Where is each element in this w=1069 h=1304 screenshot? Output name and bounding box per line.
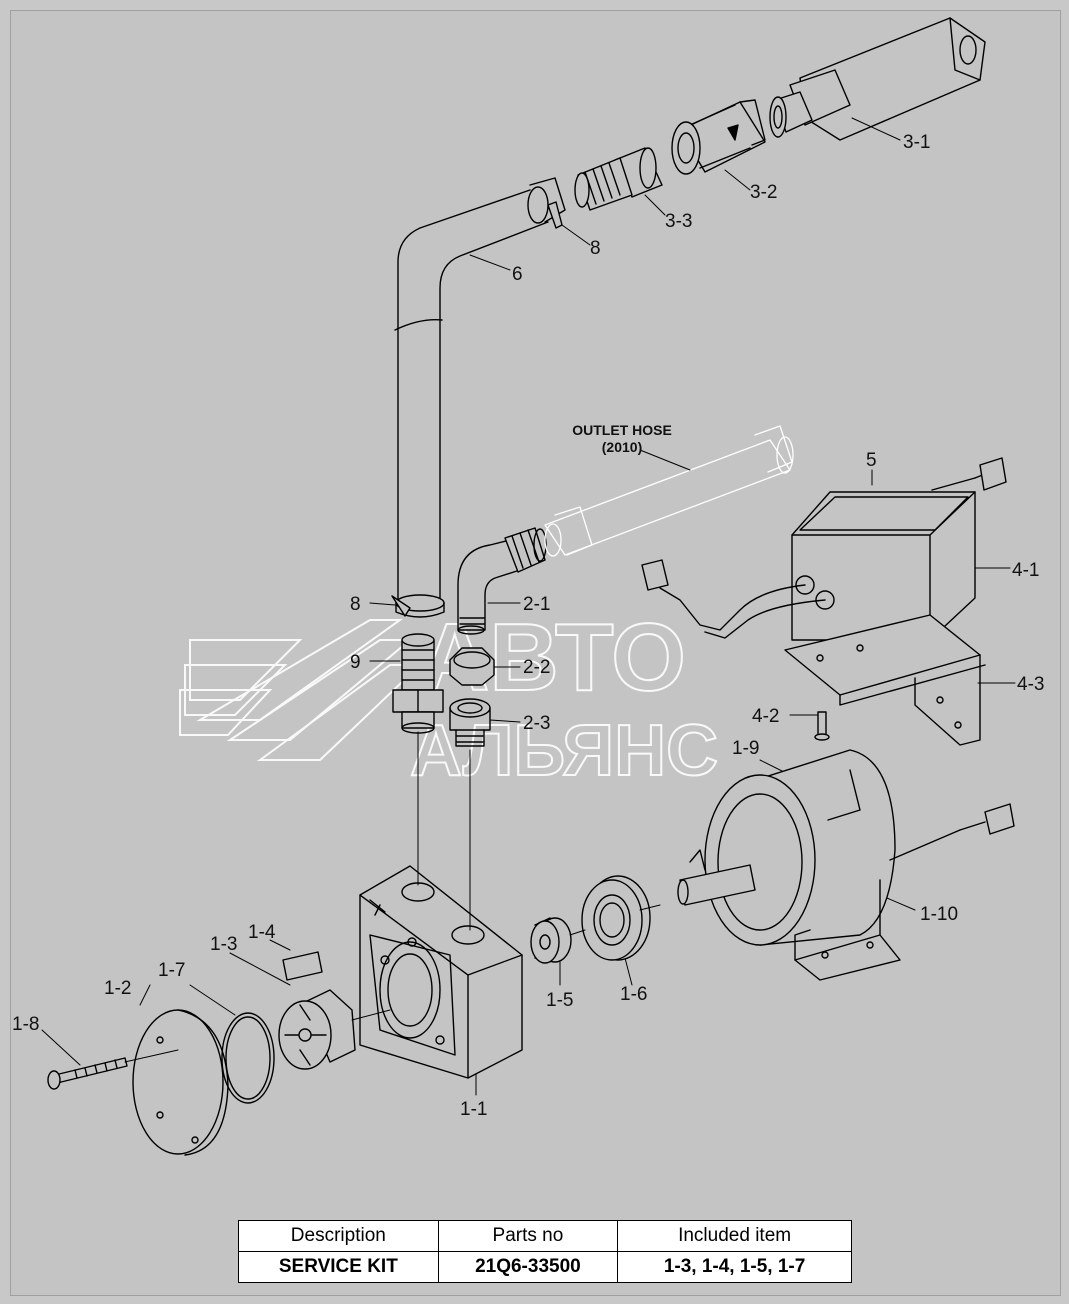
header-included-item: Included item [617,1220,852,1252]
part-1-6-bearing [581,875,651,961]
part-1-4-vane [282,951,323,981]
callout-2-1: 2-1 [523,594,550,615]
part-2-3-fitting [449,698,491,747]
callout-1-8: 1-8 [12,1014,39,1035]
part-1-8-screw [47,1057,128,1090]
callout-9: 9 [350,652,361,673]
assembly-guide-lines [124,731,661,1063]
table-row: SERVICE KIT 21Q6-33500 1-3, 1-4, 1-5, 1-… [238,1251,852,1283]
callout-2-3: 2-3 [523,713,550,734]
callout-1-10: 1-10 [920,904,958,925]
header-description: Description [238,1220,439,1252]
part-1-2-cover [132,1009,229,1156]
service-kit-table: Description Parts no Included item SERVI… [238,1220,852,1283]
callout-1-1: 1-1 [460,1099,487,1120]
callout-8-mid: 8 [350,594,361,615]
callout-8-top: 8 [590,238,601,259]
callout-2-2: 2-2 [523,657,550,678]
part-1-7-oring [221,1012,275,1104]
callout-3-3: 3-3 [665,211,692,232]
callout-5: 5 [866,450,877,471]
part-4-2-screw [814,711,830,741]
callout-4-3: 4-3 [1017,674,1044,695]
part-4-3-bracket [784,614,986,746]
part-2-1-elbow [457,527,547,635]
part-3-2-coupler [671,99,766,175]
callout-1-6: 1-6 [620,984,647,1005]
table-header-row: Description Parts no Included item [238,1220,852,1252]
callout-1-5: 1-5 [546,990,573,1011]
watermark-logo: АВТО АЛЬЯНС [179,603,719,792]
part-8-clamp-mid [391,594,445,618]
header-parts-no: Parts no [437,1220,619,1252]
callout-3-2: 3-2 [750,182,777,203]
cell-description: SERVICE KIT [238,1251,439,1283]
part-2-2-nut [449,647,495,686]
part-6-hose [394,177,566,606]
callout-1-9: 1-9 [732,738,759,759]
part-1-3-rotor [278,989,356,1070]
outlet-hose-ghost [544,425,794,557]
callout-6: 6 [512,264,523,285]
part-1-5-bushing [530,917,572,964]
watermark-line-2: АЛЬЯНС [410,711,718,791]
outlet-hose-year: (2010) [602,439,642,455]
part-5-controller [641,457,1007,641]
cell-parts-no: 21Q6-33500 [437,1251,619,1283]
part-3-3-nipple [574,147,663,211]
part-3-1-coupling [769,17,986,141]
leader-lines [41,117,1016,1096]
outlet-hose-label: OUTLET HOSE [572,422,672,438]
cell-included-item: 1-3, 1-4, 1-5, 1-7 [617,1251,852,1283]
callout-4-2: 4-2 [752,706,779,727]
callout-4-1: 4-1 [1012,560,1039,581]
part-8-clamp-top [547,201,563,229]
callout-1-2: 1-2 [104,978,131,999]
callout-1-4: 1-4 [248,922,276,943]
part-1-9-motor [677,749,1015,981]
callout-1-3: 1-3 [210,934,237,955]
callout-1-7: 1-7 [158,960,185,981]
part-1-1-pump-body [359,865,523,1079]
callout-3-1: 3-1 [903,132,930,153]
